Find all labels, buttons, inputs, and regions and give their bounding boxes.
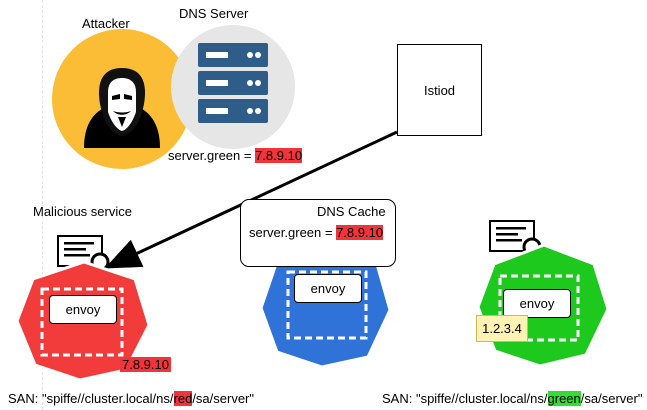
middle-envoy-label: envoy bbox=[310, 281, 346, 296]
malicious-envoy-box: envoy bbox=[49, 295, 117, 324]
green-san-namespace: green bbox=[547, 391, 581, 406]
green-ip-text: 1.2.3.4 bbox=[482, 321, 522, 336]
malicious-envoy-label: envoy bbox=[65, 302, 101, 317]
malicious-san-suffix: /sa/server" bbox=[192, 391, 254, 406]
malicious-ip-label: 7.8.9.10 bbox=[120, 357, 171, 372]
hooded-attacker-icon bbox=[84, 68, 160, 148]
dns-cache-record-ip: 7.8.9.10 bbox=[336, 225, 384, 240]
certificate-icon bbox=[57, 235, 110, 283]
green-san-label: SAN: "spiffe//cluster.local/ns/green/sa/… bbox=[382, 391, 642, 406]
dns-server-node bbox=[171, 25, 295, 149]
istiod-label: Istiod bbox=[423, 82, 456, 98]
dns-record-name: server.green = bbox=[168, 148, 256, 163]
dns-cache-record-name: server.green = bbox=[249, 225, 337, 240]
malicious-san-prefix: SAN: "spiffe//cluster.local/ns/ bbox=[8, 391, 174, 406]
attacker-node bbox=[52, 29, 192, 169]
dns-server-label: DNS Server bbox=[179, 6, 249, 21]
istiod-box: Istiod bbox=[397, 44, 482, 136]
green-envoy-label: envoy bbox=[519, 296, 555, 311]
middle-envoy-box: envoy bbox=[294, 274, 362, 303]
malicious-service-label: Malicious service bbox=[33, 204, 132, 219]
dns-cache-label: DNS Cache bbox=[317, 204, 386, 219]
background-guide-line bbox=[42, 0, 43, 410]
dns-cache-box: DNS Cache server.green = 7.8.9.10 bbox=[240, 199, 396, 267]
green-envoy-box: envoy bbox=[503, 289, 571, 318]
attacker-label: Attacker bbox=[82, 16, 130, 31]
dns-server-record: server.green = 7.8.9.10 bbox=[168, 148, 303, 163]
server-rack-icon bbox=[198, 43, 268, 123]
malicious-san-namespace: red bbox=[173, 391, 193, 406]
green-san-suffix: /sa/server" bbox=[580, 391, 643, 406]
green-san-prefix: SAN: "spiffe//cluster.local/ns/ bbox=[382, 391, 548, 406]
dns-record-ip: 7.8.9.10 bbox=[255, 148, 303, 163]
green-ip-label: 1.2.3.4 bbox=[476, 315, 528, 342]
dns-cache-record: server.green = 7.8.9.10 bbox=[249, 225, 384, 240]
malicious-san-label: SAN: "spiffe//cluster.local/ns/red/sa/se… bbox=[8, 391, 254, 406]
